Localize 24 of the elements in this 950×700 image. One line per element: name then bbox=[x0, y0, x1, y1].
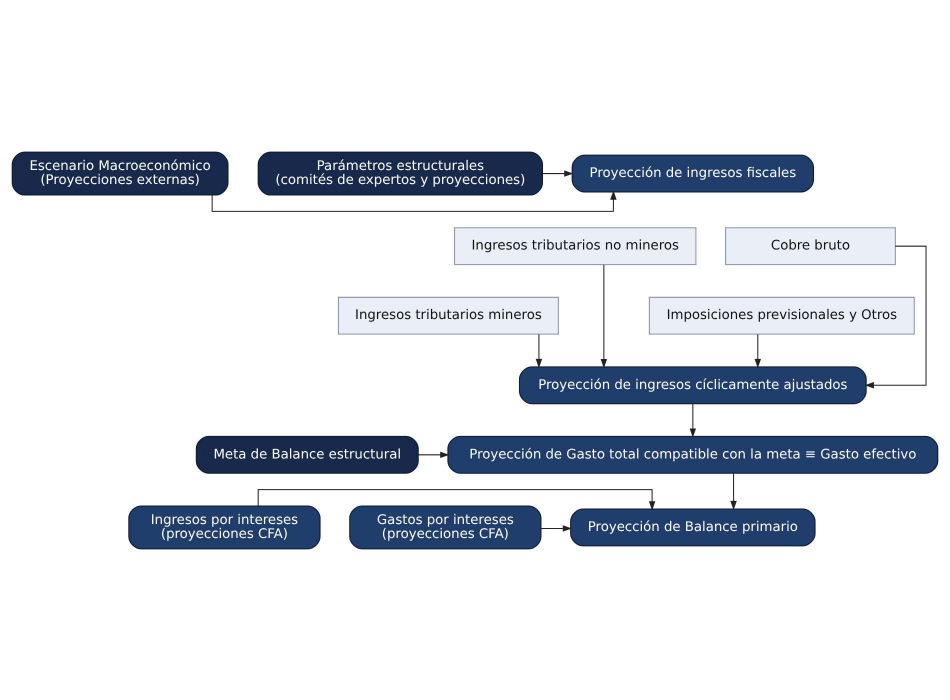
node-box: Proyección de Balance primario bbox=[570, 508, 816, 546]
arrow bbox=[258, 488, 656, 510]
arrow bbox=[730, 473, 737, 510]
node-box: Imposiciones previsionales y Otros bbox=[648, 296, 915, 334]
arrow bbox=[864, 245, 927, 388]
node-box: Ingresos tributarios mineros bbox=[338, 296, 559, 334]
node-box: Ingresos por intereses (proyecciones CFA) bbox=[128, 504, 321, 549]
node-box: Proyección de ingresos cíclicamente ajustados bbox=[518, 366, 867, 404]
node-box: Ingresos tributarios no mineros bbox=[454, 226, 696, 265]
arrow bbox=[754, 334, 762, 368]
node-box: Proyección de Gasto total compatible con la meta ≡ Gasto efectivo bbox=[447, 435, 938, 474]
arrow bbox=[541, 524, 572, 532]
arrow bbox=[418, 451, 450, 458]
node-box: Proyección de ingresos fiscales bbox=[572, 154, 814, 192]
node-box: Parámetros estructurales (comités de expertos y proyecciones) bbox=[258, 151, 544, 196]
arrow bbox=[542, 170, 574, 176]
node-box: Escenario Macroeconómico (Proyecciones externas) bbox=[12, 151, 229, 196]
arrow bbox=[690, 403, 696, 438]
node-box: Gastos por intereses (proyecciones CFA) bbox=[349, 504, 542, 549]
arrow bbox=[600, 264, 608, 368]
arrow bbox=[536, 334, 542, 368]
node-box: Cobre bruto bbox=[725, 226, 896, 265]
arrow bbox=[212, 190, 617, 212]
node-box: Meta de Balance estructural bbox=[196, 435, 419, 474]
